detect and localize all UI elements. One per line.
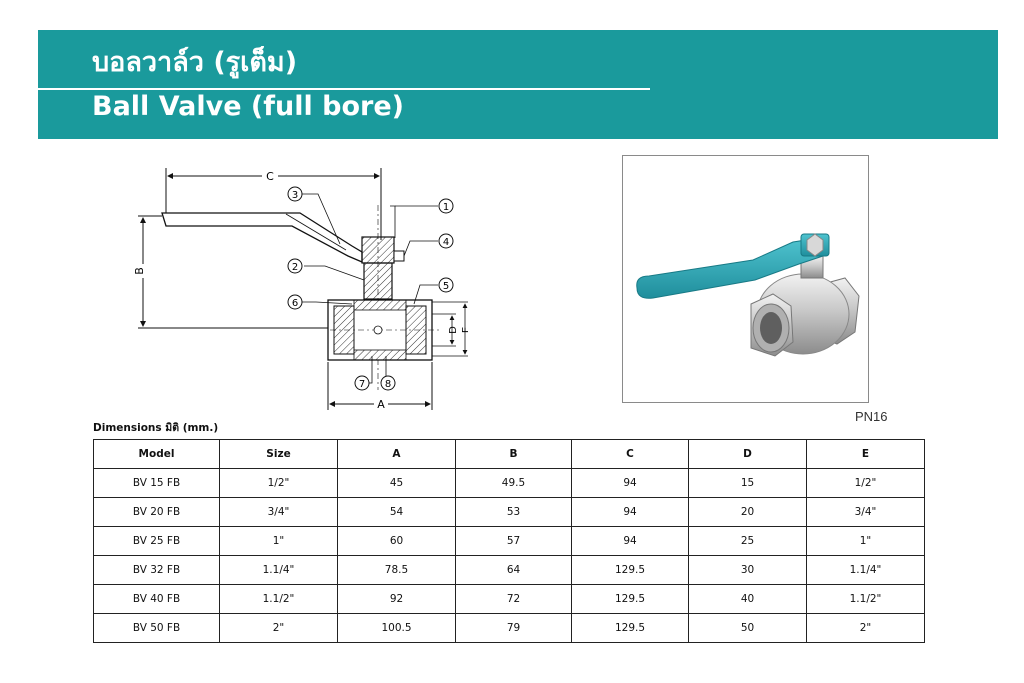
title-divider (38, 88, 650, 90)
table-cell: 72 (455, 584, 572, 614)
callout-7: 7 (359, 379, 365, 390)
callout-5: 5 (443, 281, 449, 292)
table-cell: 54 (337, 497, 456, 527)
table-cell: 3/4" (806, 497, 925, 527)
table-cell: BV 40 FB (93, 584, 220, 614)
table-cell: 1/2" (806, 468, 925, 498)
table-cell: 60 (337, 526, 456, 556)
table-cell: 2" (219, 613, 338, 643)
column-header: E (806, 439, 925, 469)
ball-valve-image (636, 233, 860, 357)
callout-3: 3 (292, 190, 298, 201)
table-row: BV 20 FB 3/4" 54 53 94 20 3/4" (93, 497, 925, 527)
title-thai: บอลวาล์ว (รูเต็ม) (92, 47, 298, 78)
table-row: BV 32 FB 1.1/4" 78.5 64 129.5 30 1.1/4" (93, 555, 925, 585)
table-cell: BV 50 FB (93, 613, 220, 643)
table-cell: 1" (806, 526, 925, 556)
table-cell: BV 20 FB (93, 497, 220, 527)
table-cell: 100.5 (337, 613, 456, 643)
dim-label-b: B (133, 267, 146, 275)
table-cell: 1.1/4" (806, 555, 925, 585)
dim-label-a: A (377, 398, 385, 411)
table-cell: 129.5 (571, 613, 689, 643)
product-photo (622, 155, 869, 403)
table-cell: 15 (688, 468, 807, 498)
column-header: A (337, 439, 456, 469)
header-banner (38, 30, 998, 139)
table-cell: 3/4" (219, 497, 338, 527)
table-cell: BV 15 FB (93, 468, 220, 498)
table-cell: 79 (455, 613, 572, 643)
table-cell: 1.1/2" (219, 584, 338, 614)
table-cell: 1/2" (219, 468, 338, 498)
column-header: Model (93, 439, 220, 469)
pressure-rating-label: PN16 (855, 409, 888, 424)
valve-section-diagram: C B A D E 1 2 3 (133, 168, 468, 411)
table-cell: 49.5 (455, 468, 572, 498)
table-cell: 50 (688, 613, 807, 643)
table-cell: BV 25 FB (93, 526, 220, 556)
callout-1: 1 (443, 202, 449, 213)
title-english: Ball Valve (full bore) (92, 91, 404, 122)
dim-label-c: C (266, 170, 274, 183)
callout-4: 4 (443, 237, 449, 248)
table-cell: BV 32 FB (93, 555, 220, 585)
column-header: C (571, 439, 689, 469)
table-cell: 64 (455, 555, 572, 585)
callout-2: 2 (292, 262, 298, 273)
table-cell: 57 (455, 526, 572, 556)
column-header: D (688, 439, 807, 469)
column-header: Size (219, 439, 338, 469)
column-header: B (455, 439, 572, 469)
table-cell: 78.5 (337, 555, 456, 585)
callout-6: 6 (292, 298, 298, 309)
dim-label-e: E (461, 327, 468, 333)
table-row: BV 40 FB 1.1/2" 92 72 129.5 40 1.1/2" (93, 584, 925, 614)
table-cell: 94 (571, 468, 689, 498)
table-cell: 20 (688, 497, 807, 527)
table-cell: 94 (571, 526, 689, 556)
table-header-row: Model Size A B C D E (93, 439, 925, 469)
table-cell: 1" (219, 526, 338, 556)
table-cell: 129.5 (571, 584, 689, 614)
table-row: BV 15 FB 1/2" 45 49.5 94 15 1/2" (93, 468, 925, 498)
dimensions-table: Model Size A B C D E BV 15 FB 1/2" 45 49… (93, 439, 925, 643)
callout-8: 8 (385, 379, 391, 390)
table-cell: 2" (806, 613, 925, 643)
table-cell: 30 (688, 555, 807, 585)
table-cell: 25 (688, 526, 807, 556)
table-cell: 1.1/2" (806, 584, 925, 614)
table-row: BV 50 FB 2" 100.5 79 129.5 50 2" (93, 613, 925, 643)
table-cell: 129.5 (571, 555, 689, 585)
table-row: BV 25 FB 1" 60 57 94 25 1" (93, 526, 925, 556)
table-cell: 53 (455, 497, 572, 527)
table-cell: 92 (337, 584, 456, 614)
dim-label-d: D (448, 326, 459, 334)
dimensions-caption: Dimensions มิติ (mm.) (93, 422, 219, 434)
table-cell: 94 (571, 497, 689, 527)
table-cell: 40 (688, 584, 807, 614)
table-cell: 1.1/4" (219, 555, 338, 585)
table-cell: 45 (337, 468, 456, 498)
